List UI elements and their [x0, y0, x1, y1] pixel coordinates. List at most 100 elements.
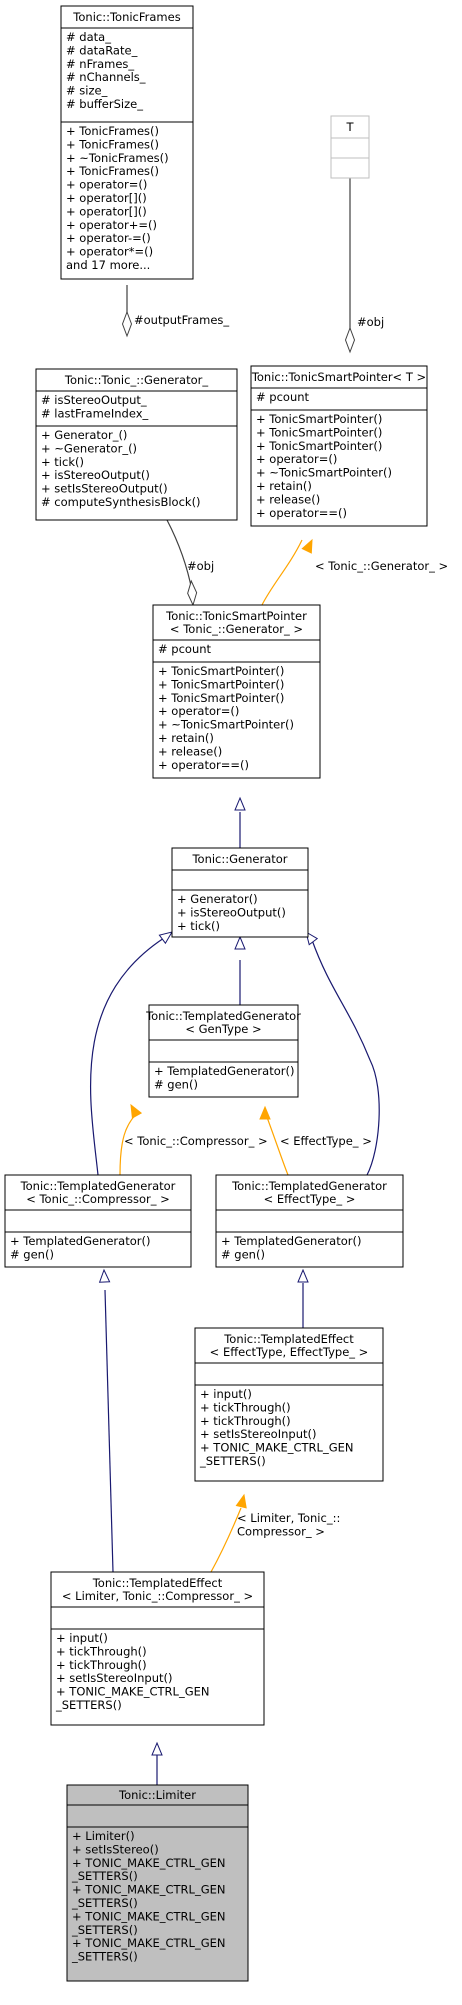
inheritance-arrowhead: [158, 931, 174, 945]
edge-compressor-gen: [90, 931, 174, 1176]
class-title: Tonic::TemplatedEffect: [223, 1332, 354, 1346]
class-method: + setIsStereoInput(): [56, 1671, 172, 1685]
class-method: + TONIC_MAKE_CTRL_GEN: [72, 1883, 225, 1897]
class-box-frame: [66, 1784, 249, 1982]
class-method: + operator[](): [66, 204, 147, 218]
class-method: + tickThrough(): [200, 1414, 291, 1428]
edge-label: #outputFrames_: [134, 313, 229, 327]
class-method: + isStereoOutput(): [41, 468, 150, 482]
class-method: + TonicFrames(): [66, 164, 159, 178]
class-method: + tick(): [41, 455, 84, 469]
class-method: + TonicSmartPointer(): [256, 425, 382, 439]
composition-line: [166, 519, 193, 592]
class-method: + tickThrough(): [56, 1644, 147, 1658]
template-arrowhead: [235, 1493, 247, 1509]
class-method: + setIsStereoOutput(): [41, 482, 168, 496]
class-box-templatedgen-compressor[interactable]: Tonic::TemplatedGenerator< Tonic_::Compr…: [4, 1174, 192, 1268]
template-arrowhead: [259, 1105, 271, 1120]
class-box-templatedgen-effecttype[interactable]: Tonic::TemplatedGenerator< EffectType_ >…: [215, 1174, 404, 1268]
class-method: + TonicSmartPointer(): [158, 664, 284, 678]
class-title: < GenType >: [185, 1022, 261, 1036]
class-attribute: # bufferSize_: [66, 97, 143, 111]
class-attribute: # dataRate_: [66, 43, 138, 57]
class-box-smartpointer-gen[interactable]: Tonic::TonicSmartPointer< Tonic_::Genera…: [152, 604, 321, 779]
class-title: < EffectType, EffectType_ >: [210, 1345, 369, 1359]
class-method: # gen(): [221, 1247, 265, 1261]
edge-gen-smartptr: [234, 796, 246, 848]
class-box-generator[interactable]: Tonic::Generator+ Generator()+ isStereoO…: [171, 847, 309, 938]
class-method: + release(): [256, 492, 320, 506]
class-box-frame: [50, 1571, 265, 1726]
class-method: + TonicSmartPointer(): [158, 691, 284, 705]
class-method: + operator*=(): [66, 245, 153, 259]
class-box-frame: [215, 1174, 404, 1268]
class-method: + operator==(): [256, 506, 347, 520]
edge-label: < Limiter, Tonic_::: [237, 1511, 340, 1525]
class-title: < EffectType_ >: [264, 1192, 356, 1206]
class-title: Tonic::TonicFrames: [72, 10, 180, 24]
class-title: Tonic::Limiter: [118, 1788, 196, 1802]
class-title: < Tonic_::Generator_ >: [170, 622, 303, 636]
edge-effect-effecttype: [297, 1268, 309, 1328]
class-method: + retain(): [158, 731, 214, 745]
class-title: Tonic::Generator: [191, 852, 287, 866]
class-method: + TonicFrames(): [66, 124, 159, 138]
edges-layer: #outputFrames_#obj#obj< Tonic_::Generato…: [90, 178, 448, 1785]
class-box-templatedgen-gentype[interactable]: Tonic::TemplatedGenerator< GenType >+ Te…: [145, 1004, 301, 1098]
class-box-tonicframes[interactable]: Tonic::TonicFrames# data_# dataRate_# nF…: [60, 5, 194, 280]
class-method: + retain(): [256, 479, 312, 493]
class-method: + tick(): [177, 919, 220, 933]
class-box-template-t[interactable]: T: [330, 115, 370, 179]
template-arrowhead: [301, 538, 313, 554]
class-method: # gen(): [154, 1077, 198, 1091]
edge-tmpl-effecttype: < EffectType_ >: [259, 1105, 372, 1176]
class-title: Tonic::TemplatedGenerator: [145, 1009, 301, 1023]
inheritance-line: [90, 937, 165, 1176]
class-method: + Limiter(): [72, 1829, 135, 1843]
class-box-generator-impl[interactable]: Tonic::Tonic_::Generator_# isStereoOutpu…: [35, 368, 238, 521]
class-method: _SETTERS(): [71, 1896, 138, 1910]
class-method: + TemplatedGenerator(): [10, 1234, 150, 1248]
composition-diamond: [187, 579, 198, 607]
inheritance-arrowhead: [234, 935, 246, 950]
edge-outputframes: #outputFrames_: [121, 285, 229, 338]
composition-diamond: [121, 310, 133, 338]
class-attribute: # pcount: [256, 390, 310, 404]
class-method: + release(): [158, 744, 222, 758]
inheritance-line: [104, 1289, 114, 1573]
class-box-limiter[interactable]: Tonic::Limiter+ Limiter()+ setIsStereo()…: [66, 1784, 249, 1982]
inheritance-arrowhead: [305, 930, 319, 946]
class-box-templatedeffect-generic[interactable]: Tonic::TemplatedEffect< EffectType, Effe…: [194, 1327, 384, 1482]
class-box-frame: [152, 604, 321, 779]
class-method: + operator+=(): [66, 218, 157, 232]
class-method: + TemplatedGenerator(): [154, 1064, 294, 1078]
inheritance-arrowhead: [234, 796, 246, 811]
class-method: + TONIC_MAKE_CTRL_GEN: [72, 1856, 225, 1870]
edge-label: < Tonic_::Generator_ >: [315, 559, 448, 573]
edge-limitereffect-compressor: [98, 1268, 114, 1573]
class-box-frame: [171, 847, 309, 938]
class-title: Tonic::TonicSmartPointer< T >: [251, 370, 426, 384]
template-line: [261, 539, 303, 606]
edge-obj-t: #obj: [344, 178, 384, 354]
edge-label: < Tonic_::Compressor_ >: [124, 1134, 268, 1148]
inheritance-arrowhead: [297, 1268, 309, 1283]
class-method: _SETTERS(): [71, 1923, 138, 1937]
class-method: + input(): [200, 1387, 252, 1401]
class-box-frame: [194, 1327, 384, 1482]
class-method: _SETTERS(): [55, 1698, 122, 1712]
edge-effecttype-gen: [305, 930, 380, 1176]
class-box-smartpointer-t[interactable]: Tonic::TonicSmartPointer< T ># pcount+ T…: [250, 365, 428, 527]
template-arrowhead: [130, 1103, 143, 1119]
class-title: < Tonic_::Compressor_ >: [26, 1192, 170, 1206]
edge-tmpl-smartptr: < Tonic_::Generator_ >: [261, 538, 448, 606]
class-method: + input(): [56, 1631, 108, 1645]
class-box-templatedeffect-limiter[interactable]: Tonic::TemplatedEffect< Limiter, Tonic_:…: [50, 1571, 265, 1726]
class-box-frame: [35, 368, 238, 521]
class-box-frame: [4, 1174, 192, 1268]
composition-diamond: [344, 326, 356, 354]
class-box-frame: [60, 5, 194, 280]
edge-limiter-limitereffect: [151, 1741, 163, 1785]
class-method: + operator=(): [158, 704, 239, 718]
class-box-frame: [148, 1004, 299, 1098]
